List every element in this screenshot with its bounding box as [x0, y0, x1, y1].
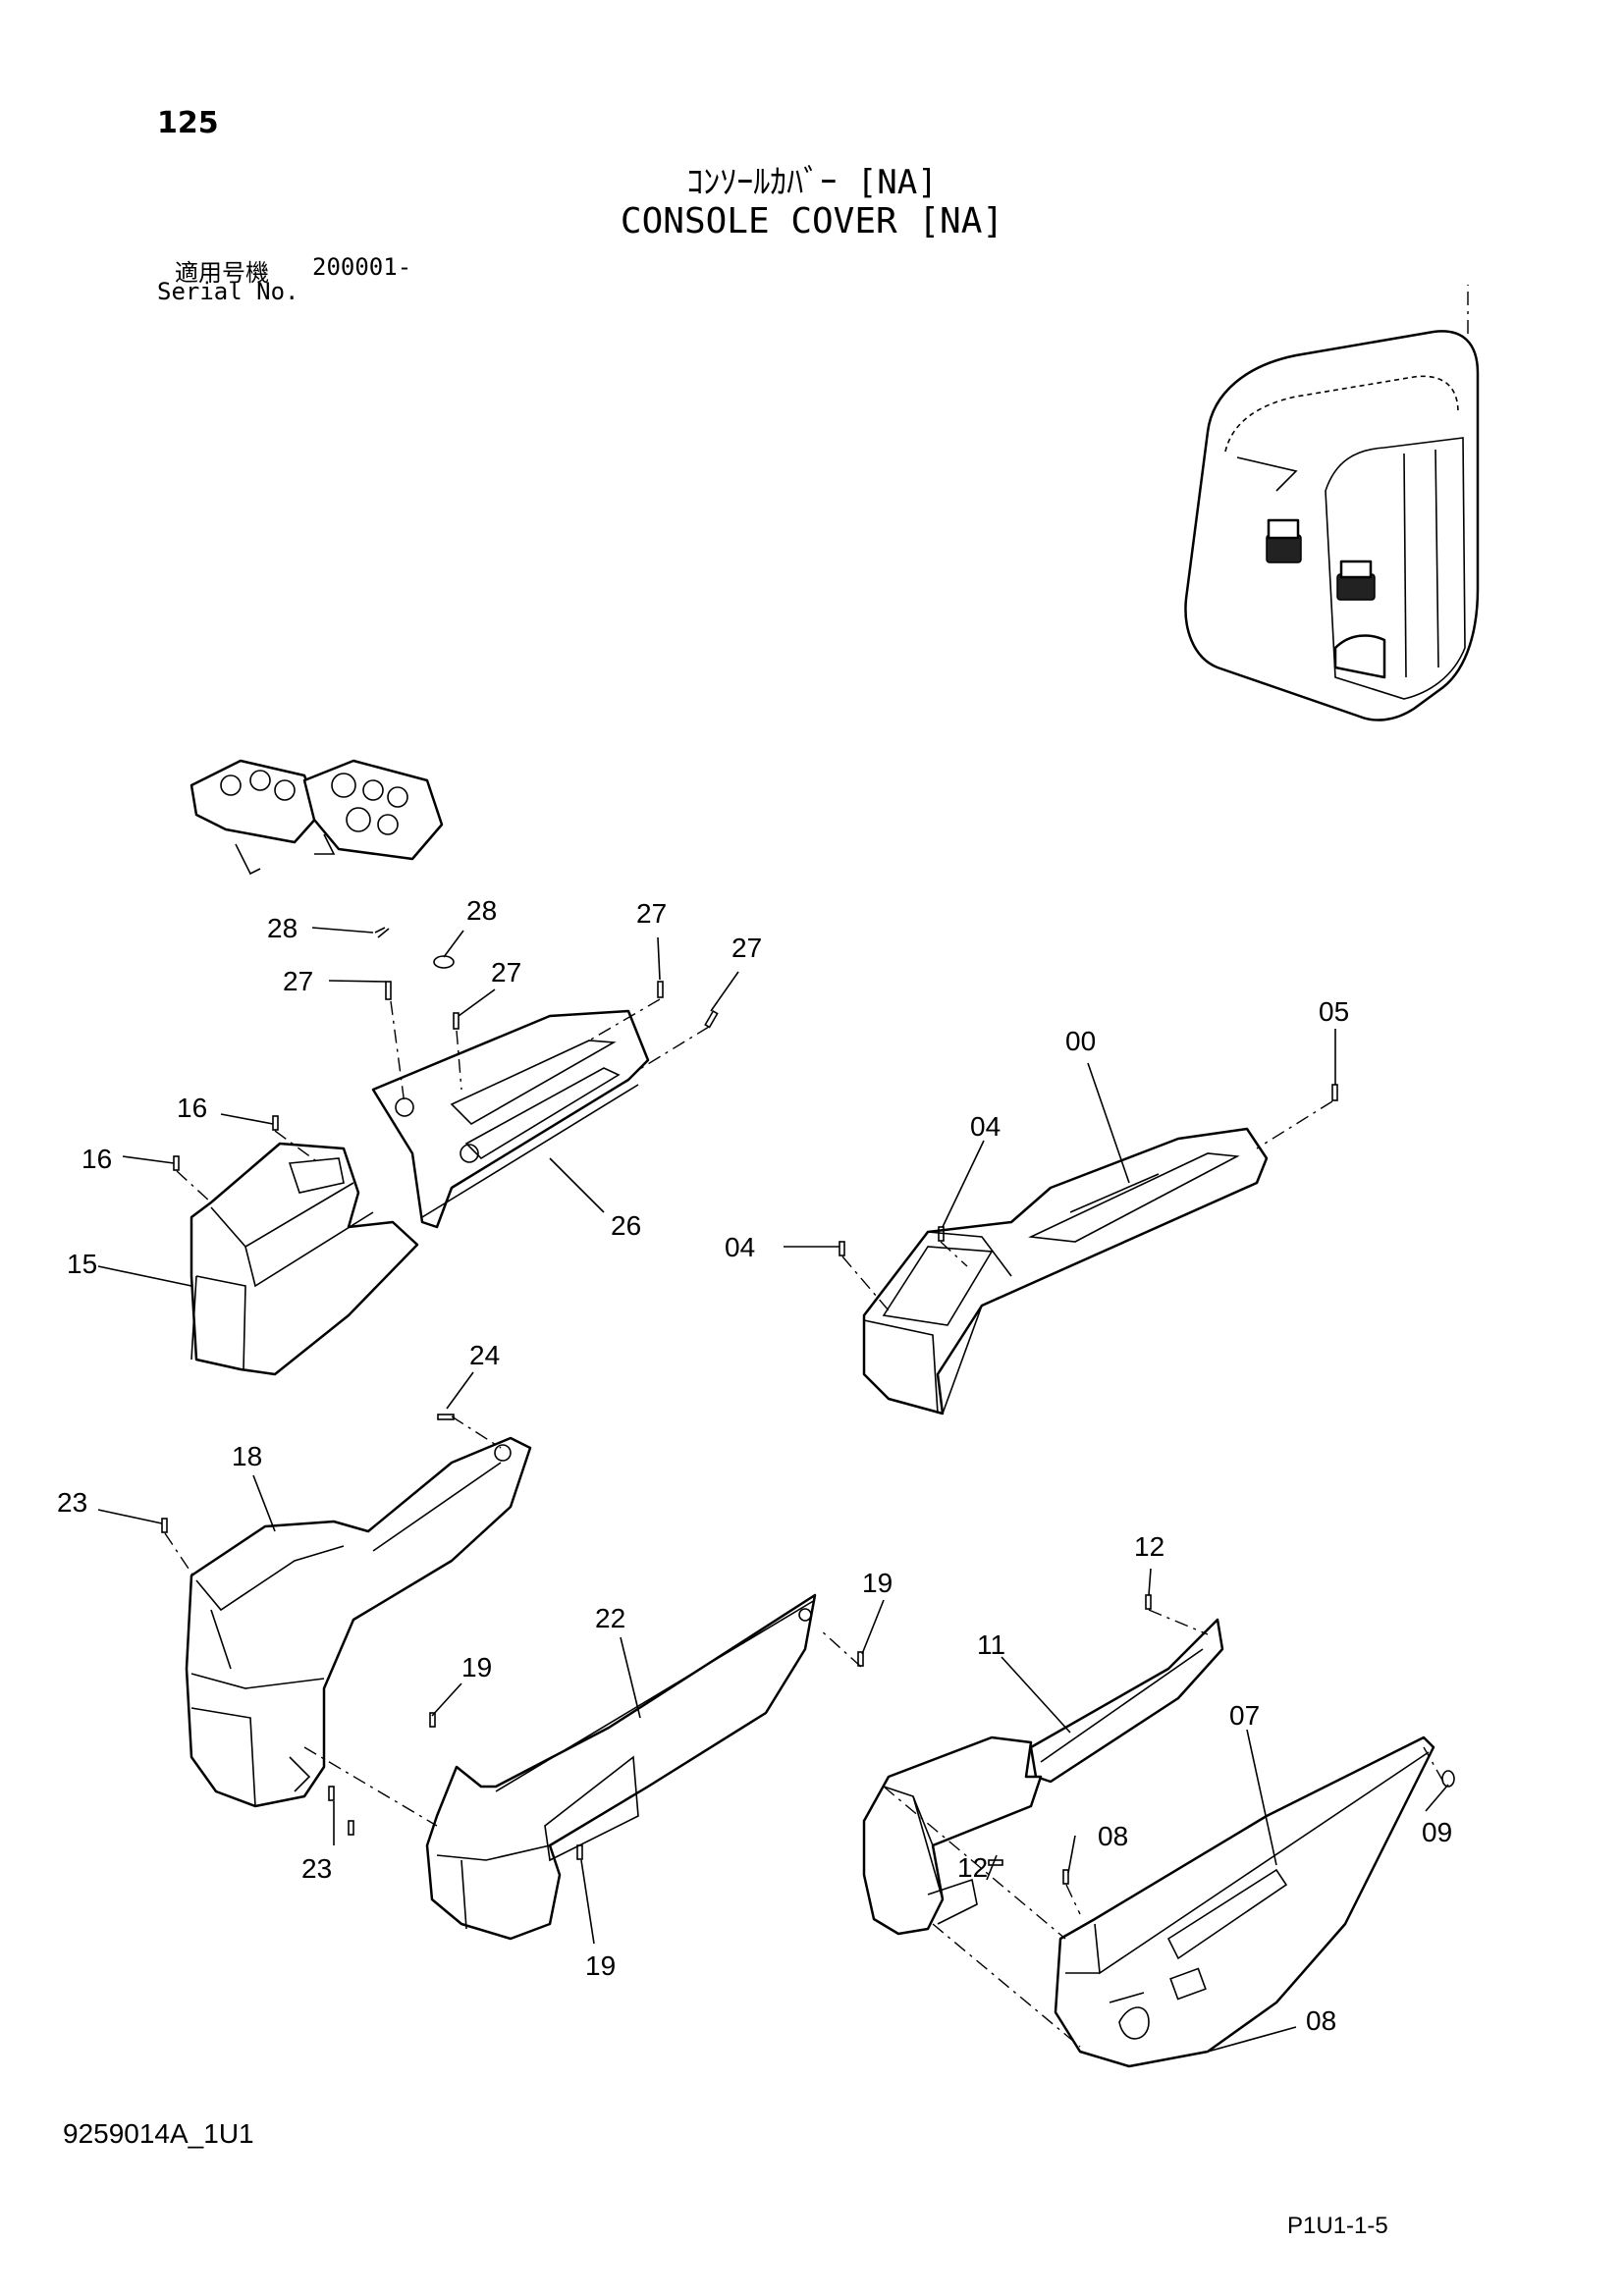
part-07-main-cover — [862, 1735, 1435, 2068]
callout-24: 24 — [469, 1340, 500, 1370]
part-22-side-cover — [425, 1593, 817, 1941]
callout-05: 05 — [1319, 996, 1349, 1027]
callout-12: 12 — [1134, 1531, 1164, 1562]
callout-27: 27 — [491, 957, 521, 988]
callout-08: 08 — [1098, 1821, 1128, 1851]
callout-08: 08 — [1306, 2005, 1336, 2036]
callout-27: 27 — [283, 966, 313, 996]
assembly-lines — [164, 998, 1444, 2048]
callout-04: 04 — [970, 1111, 1001, 1142]
callout-23: 23 — [57, 1487, 87, 1518]
callout-27: 27 — [636, 898, 667, 929]
callout-28: 28 — [267, 913, 298, 943]
callout-16: 16 — [177, 1093, 207, 1123]
callout-15: 15 — [67, 1249, 97, 1279]
callout-09: 09 — [1422, 1817, 1452, 1847]
part-00-console-assembly — [862, 1127, 1269, 1415]
callout-19: 19 — [461, 1652, 492, 1682]
page-reference: P1U1-1-5 — [1287, 2213, 1388, 2239]
callout-16: 16 — [81, 1144, 112, 1174]
serial-label-english: Serial No. — [157, 278, 299, 305]
callout-26: 26 — [611, 1210, 641, 1241]
page-number: 125 — [157, 106, 219, 140]
callout-07: 07 — [1229, 1700, 1260, 1731]
serial-label-japanese: 適用号機 — [175, 259, 269, 287]
title-japanese: ｺﾝｿｰﾙｶﾊﾞｰ [NA] — [686, 163, 938, 202]
part-11-cover-strip — [1029, 1618, 1224, 1784]
fasteners — [161, 927, 1455, 1885]
callout-19: 19 — [862, 1568, 893, 1598]
callout-labels: 28 28 27 27 27 27 16 16 15 26 00 05 04 0… — [57, 895, 1452, 2036]
part-26-upper-cover — [371, 1009, 650, 1229]
callout-11: 11 — [977, 1629, 1005, 1660]
callout-19: 19 — [585, 1950, 616, 1981]
callout-23: 23 — [301, 1853, 332, 1884]
cab-overview-illustration — [1184, 285, 1480, 721]
document-code: 9259014A_1U1 — [63, 2118, 254, 2149]
callout-18: 18 — [232, 1441, 262, 1471]
callout-27: 27 — [731, 933, 762, 963]
callout-28: 28 — [466, 895, 497, 926]
callout-22: 22 — [595, 1603, 625, 1633]
part-18-side-cover — [185, 1436, 532, 1808]
callout-04: 04 — [725, 1232, 755, 1262]
callout-00: 00 — [1065, 1026, 1096, 1056]
title-english: CONSOLE COVER [NA] — [620, 201, 1004, 241]
console-controls-illustration — [189, 759, 444, 876]
leader-lines — [97, 927, 1449, 2053]
callout-12: 12 — [957, 1852, 988, 1883]
serial-number-value: 200001- — [312, 253, 412, 281]
part-15-rear-cover — [189, 1142, 419, 1376]
